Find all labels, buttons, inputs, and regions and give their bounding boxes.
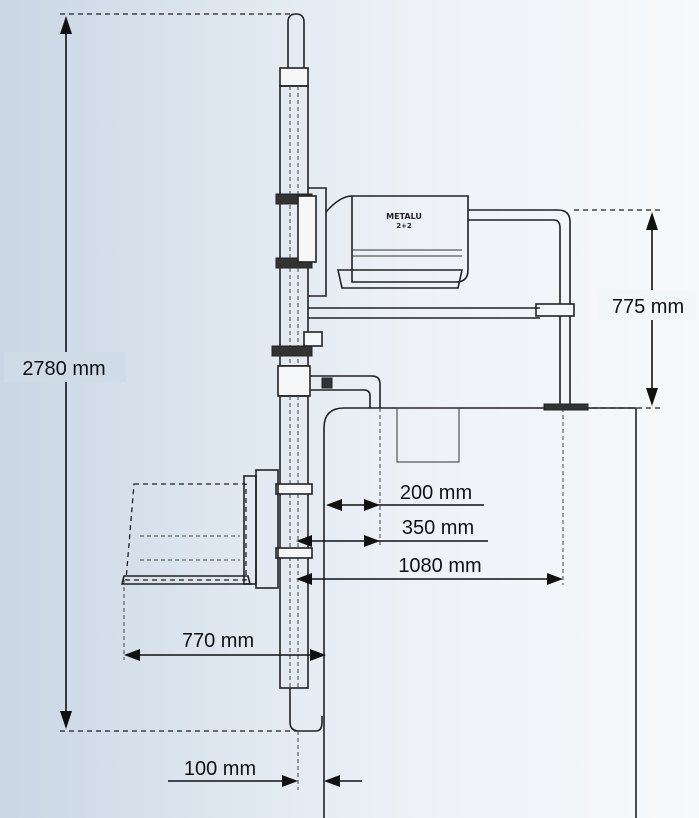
label-total-height: 2780 mm (22, 358, 105, 380)
bin-lowered (120, 469, 279, 660)
bin-raised: METALU 2+2 (297, 187, 469, 297)
dimension-reach-770: 770 mm (124, 630, 326, 661)
main-mast (271, 13, 323, 732)
upper-arm (468, 209, 589, 411)
bin-model-label: 2+2 (396, 222, 412, 230)
label-reach-770: 770 mm (182, 630, 254, 652)
dimension-reach-1080: 1080 mm (296, 555, 563, 585)
label-offset-350: 350 mm (402, 517, 474, 539)
bin-brand-label: METALU (386, 212, 422, 221)
truck-body (323, 407, 637, 818)
dimension-base-100: 100 mm (168, 731, 362, 790)
lower-arm (303, 307, 540, 347)
truck-bracket (310, 375, 381, 408)
label-offset-200: 200 mm (400, 482, 472, 504)
label-arm-height: 775 mm (612, 296, 684, 318)
label-reach-1080: 1080 mm (398, 555, 481, 577)
dimension-offset-350: 350 mm (296, 517, 488, 547)
dimension-arm-height: 775 mm (574, 209, 696, 409)
dimension-offset-200: 200 mm (326, 482, 484, 511)
label-base-100: 100 mm (184, 758, 256, 780)
dimension-total-height: 2780 mm (4, 16, 126, 729)
